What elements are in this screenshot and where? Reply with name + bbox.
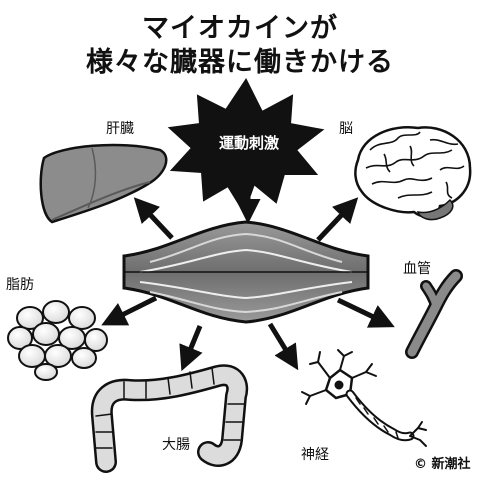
arrow-to-fat xyxy=(101,295,158,326)
exercise-stimulus-label: 運動刺激 xyxy=(218,134,279,152)
copyright-credit: © 新潮社 xyxy=(414,457,471,472)
brain-label: 脳 xyxy=(339,121,353,137)
nerve-illustration xyxy=(301,349,427,447)
arrows xyxy=(101,190,395,372)
intestine-illustration xyxy=(90,364,249,473)
blood-vessel-illustration xyxy=(405,269,463,359)
nerve-label: 神経 xyxy=(301,447,329,463)
arrow-to-liver xyxy=(133,197,174,240)
muscle xyxy=(122,220,370,324)
liver-label: 肝臓 xyxy=(106,121,134,137)
title-line-2: 様々な臓器に働きかける xyxy=(86,47,394,78)
liver-illustration xyxy=(39,143,168,224)
fat-illustration xyxy=(7,300,108,381)
intestine-label: 大腸 xyxy=(162,437,190,453)
title-line-1: マイオカインが xyxy=(142,13,338,44)
fat-label: 脂肪 xyxy=(6,277,34,293)
arrow-to-intestine xyxy=(179,325,203,372)
arrow-to-nerve xyxy=(267,322,299,371)
blood-vessel-label: 血管 xyxy=(403,261,431,277)
arrow-to-vessel xyxy=(336,297,395,328)
brain-illustration xyxy=(354,126,472,221)
arrow-to-brain xyxy=(316,197,359,242)
